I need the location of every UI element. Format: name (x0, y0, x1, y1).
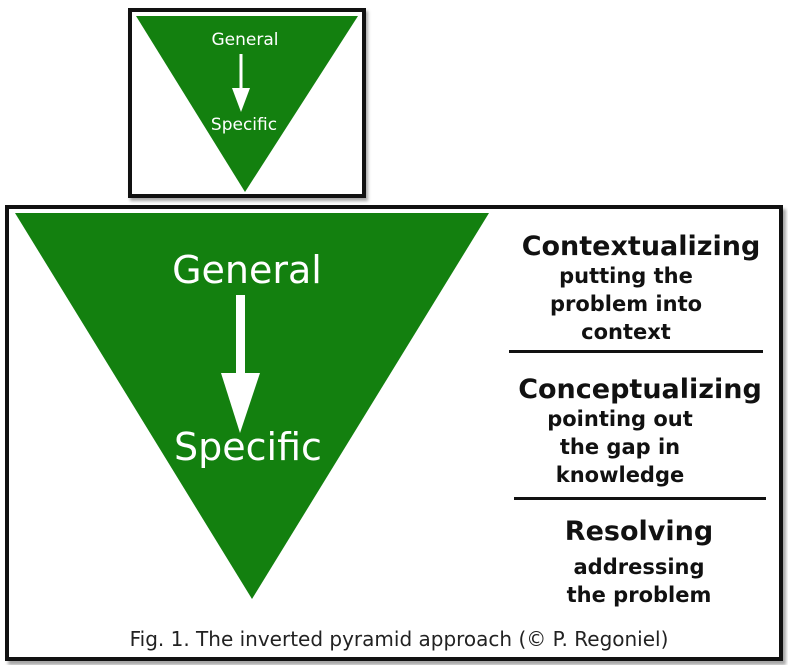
main-general-label: General (172, 248, 322, 292)
stage-conceptualizing: Conceptualizing pointing out the gap in … (505, 375, 775, 489)
stage-resolving: Resolving addressing the problem (504, 517, 774, 609)
small-specific-label: Specific (211, 115, 277, 135)
stage-title: Contextualizing (521, 231, 761, 262)
small-inverted-pyramid (136, 16, 358, 192)
small-pyramid-svg: General Specific (136, 16, 358, 192)
main-specific-label: Specific (174, 425, 322, 469)
stage-title: Conceptualizing (518, 374, 762, 405)
stage-description: pointing out the gap in knowledge (547, 407, 693, 487)
main-down-arrow-icon (221, 295, 260, 433)
stage-contextualizing: Contextualizing putting the problem into… (506, 232, 776, 346)
stage-description: putting the problem into context (549, 264, 703, 344)
main-diagram-frame: General Specific Contextualizing putting… (5, 205, 783, 661)
small-down-arrow-icon (232, 54, 250, 112)
stage-description: addressing the problem (566, 555, 712, 607)
stage-title: Resolving (564, 516, 714, 547)
small-diagram-frame: General Specific (128, 8, 366, 198)
main-pyramid-svg: General Specific (15, 213, 489, 599)
divider-line (514, 497, 766, 500)
figure-caption: Fig. 1. The inverted pyramid approach (©… (129, 627, 669, 651)
small-general-label: General (212, 30, 279, 50)
main-inverted-pyramid (15, 213, 489, 599)
divider-line (509, 350, 763, 353)
